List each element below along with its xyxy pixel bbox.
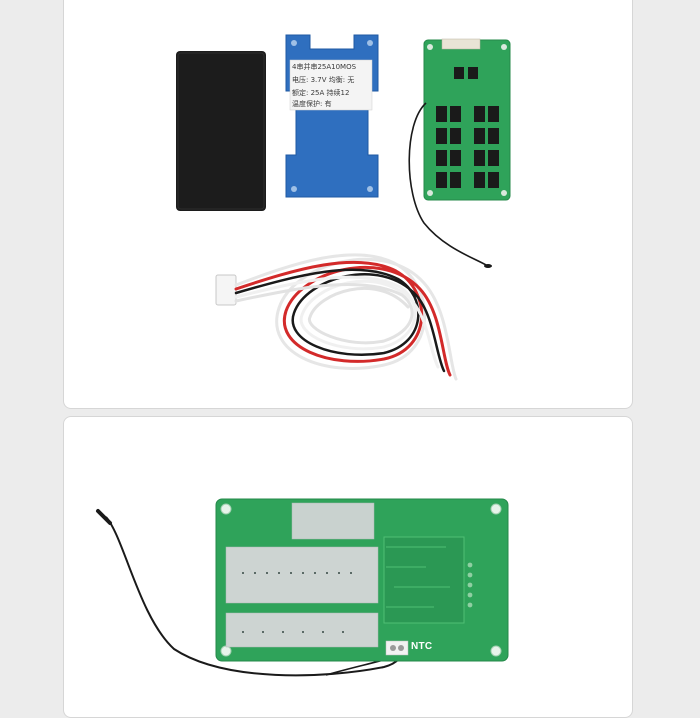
main-pcb-board [215, 498, 509, 662]
blue-heat-plate [285, 34, 379, 198]
sticker-line-3: 额定: 25A 持续12 [292, 89, 350, 97]
top-photo-panel: 4串并串25A10MOS 电压: 3.7V 均衡: 无 额定: 25A 持续12… [63, 0, 633, 409]
sticker-line-4: 温度保护: 有 [292, 100, 332, 108]
silver-pad-bottom [225, 612, 379, 648]
silver-pad-top [291, 502, 375, 540]
sticker-line-2: 电压: 3.7V 均衡: 无 [292, 76, 355, 84]
components-photo [176, 34, 511, 381]
ntc-connector [385, 640, 409, 656]
ntc-label: NTC [411, 641, 433, 652]
balance-wire-harness [215, 253, 458, 381]
ntc-sensor-wire [105, 516, 405, 677]
spec-sticker [289, 59, 373, 111]
sticker-line-1: 4串并串25A10MOS [292, 63, 357, 71]
pcb-closeup-photo [96, 498, 509, 677]
silver-pad-middle [225, 546, 379, 604]
black-insulation-pad [176, 51, 266, 211]
small-bms-board [408, 38, 511, 268]
bottom-photo-panel: NTC [63, 416, 633, 718]
